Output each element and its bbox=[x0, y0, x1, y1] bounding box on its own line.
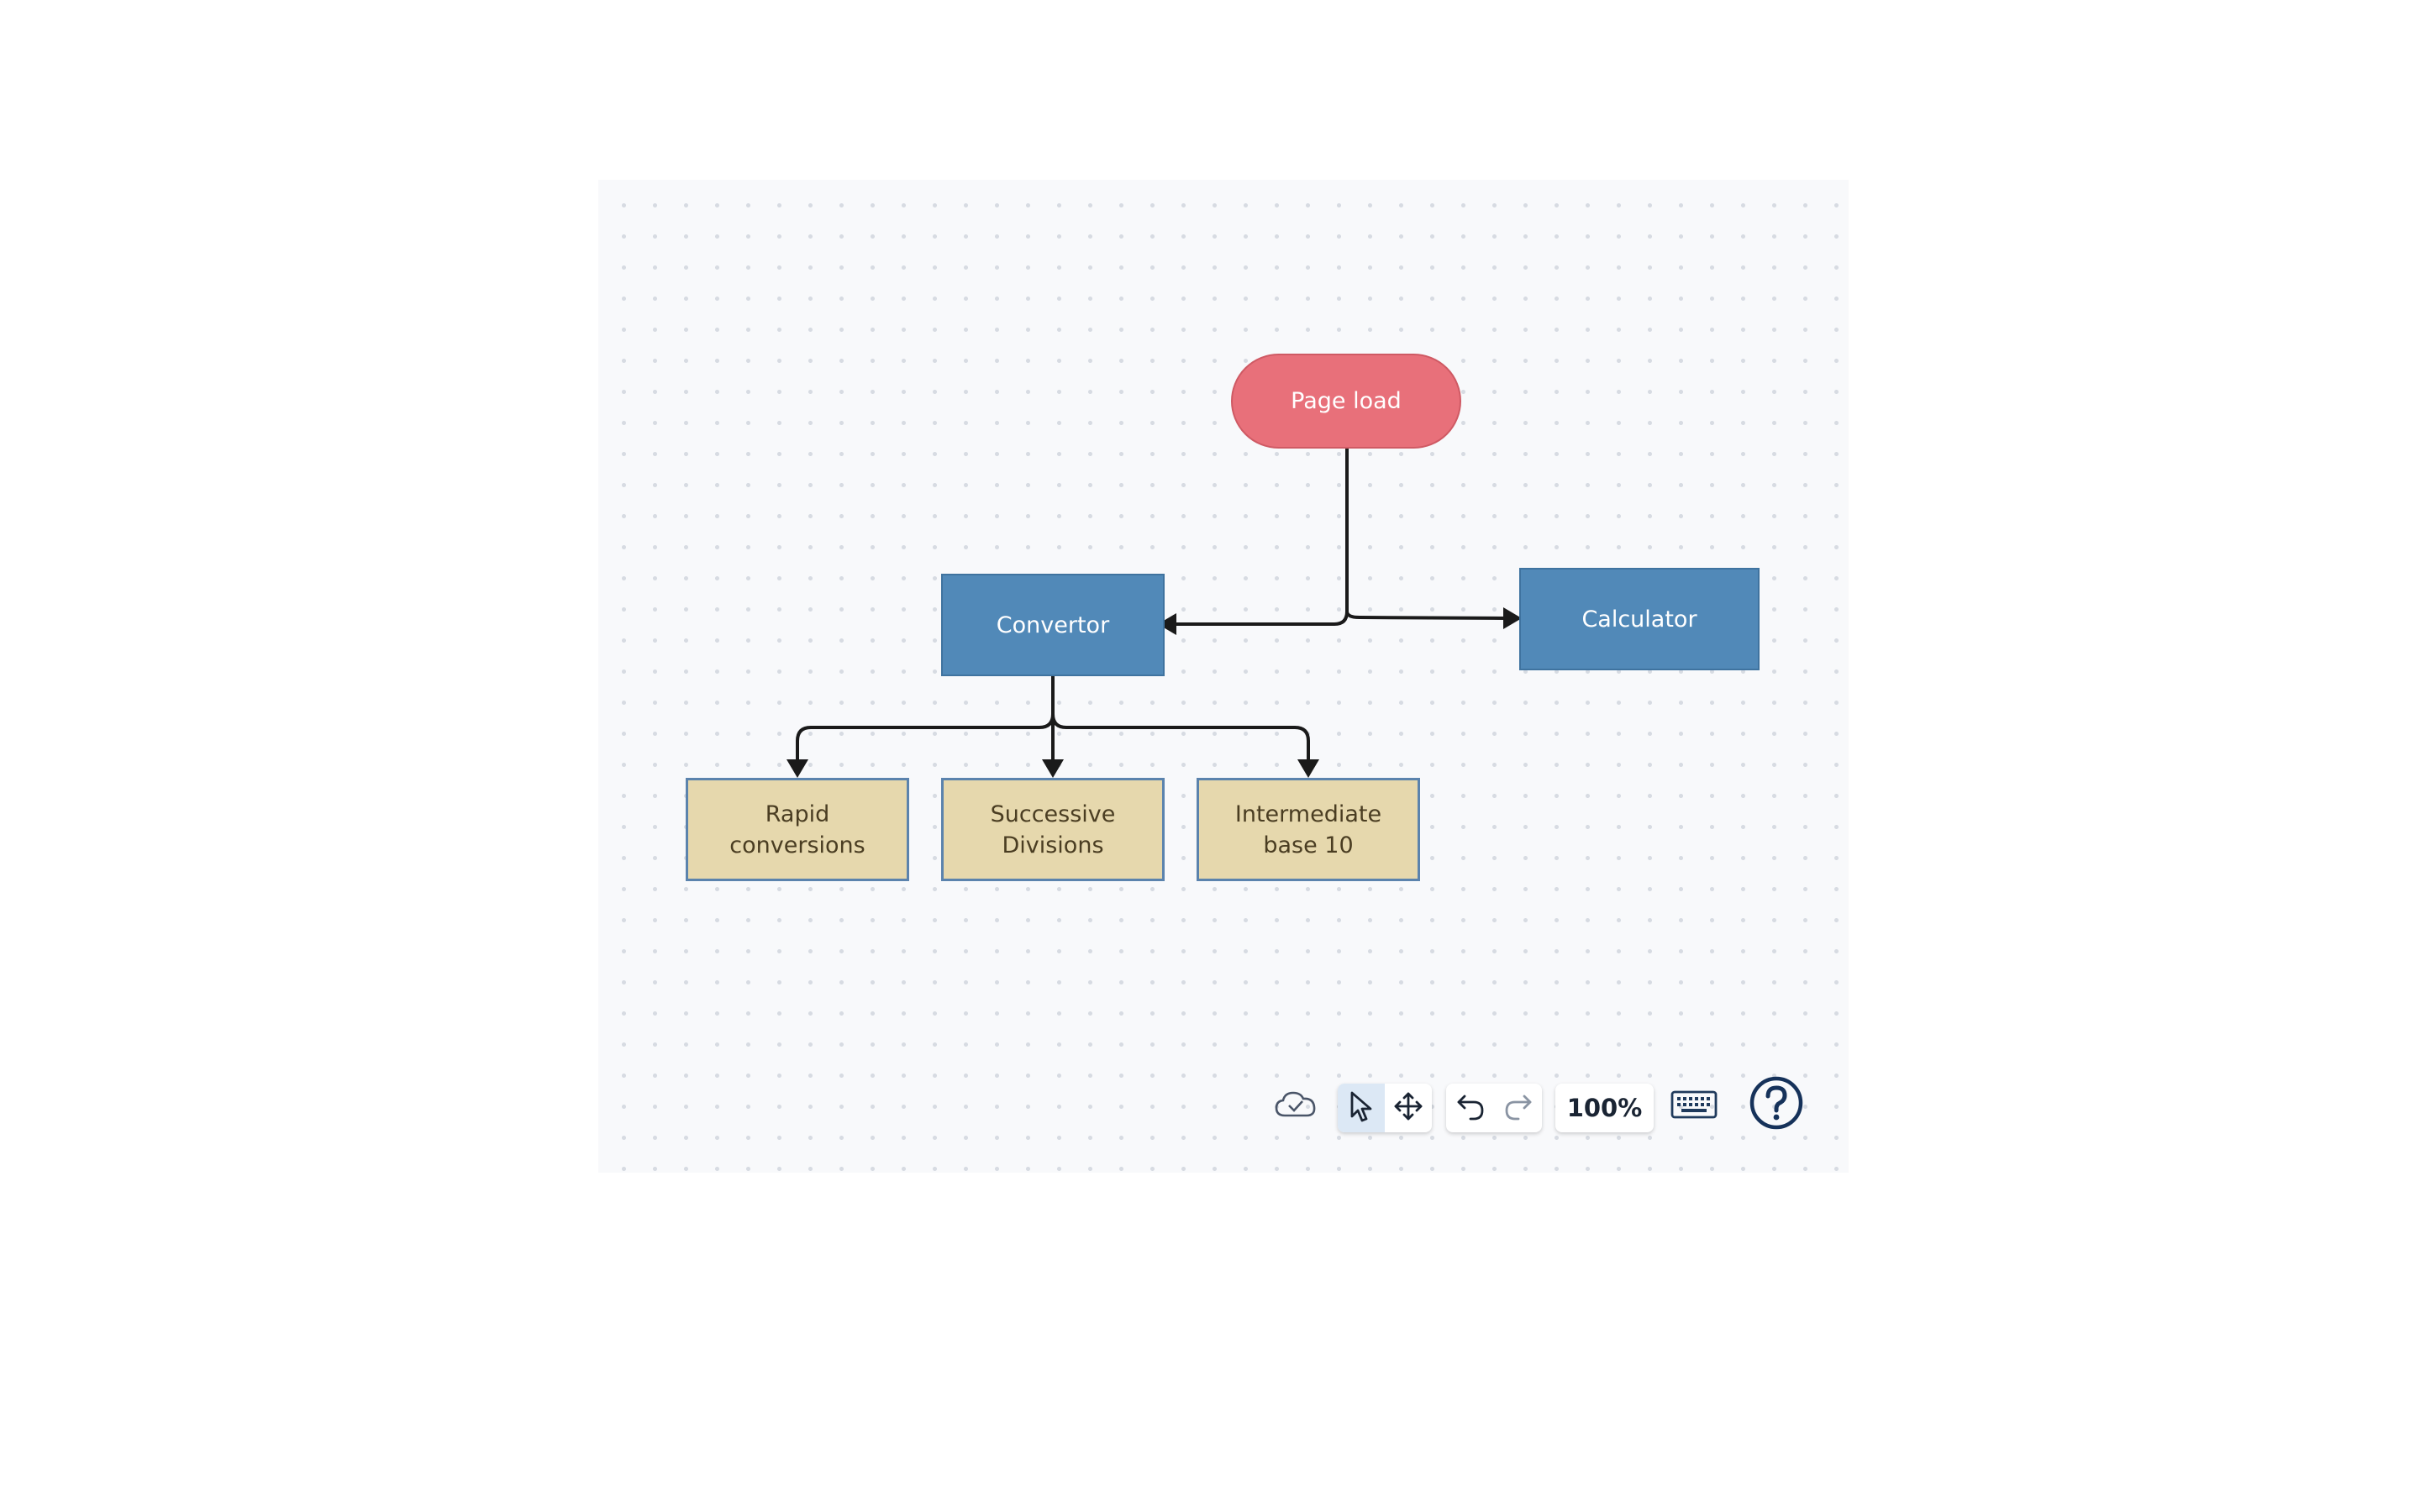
history-group bbox=[1446, 1084, 1542, 1132]
arrowhead-calculator bbox=[1503, 607, 1522, 629]
keyboard-shortcuts-button[interactable] bbox=[1670, 1082, 1719, 1131]
arrowhead-intermediate bbox=[1297, 759, 1319, 778]
arrowhead-successive bbox=[1042, 759, 1064, 778]
help-icon bbox=[1749, 1076, 1803, 1133]
edge-convertor-rapid[interactable] bbox=[796, 713, 1055, 760]
redo-button[interactable] bbox=[1494, 1084, 1542, 1132]
help-button[interactable] bbox=[1749, 1076, 1803, 1130]
node-page-load[interactable]: Page load bbox=[1231, 354, 1461, 449]
node-calculator[interactable]: Calculator bbox=[1519, 568, 1760, 670]
edge-page-load-calculator[interactable] bbox=[1345, 611, 1507, 620]
redo-icon bbox=[1502, 1089, 1535, 1126]
arrowhead-rapid bbox=[786, 759, 808, 778]
cloud-saved-icon bbox=[1273, 1088, 1318, 1125]
diagram-canvas[interactable] bbox=[598, 180, 1849, 1173]
tool-mode-group bbox=[1338, 1084, 1432, 1132]
node-rapid-conversions[interactable]: Rapid conversions bbox=[686, 778, 909, 881]
node-successive-divisions[interactable]: Successive Divisions bbox=[941, 778, 1165, 881]
pan-move-icon bbox=[1392, 1089, 1425, 1126]
node-convertor[interactable]: Convertor bbox=[941, 574, 1165, 676]
pointer-tool-button[interactable] bbox=[1338, 1084, 1385, 1132]
edge-convertor-intermediate[interactable] bbox=[1051, 713, 1310, 760]
pointer-icon bbox=[1347, 1089, 1376, 1126]
undo-icon bbox=[1454, 1089, 1487, 1126]
keyboard-icon bbox=[1670, 1089, 1718, 1123]
undo-button[interactable] bbox=[1446, 1084, 1494, 1132]
arrowhead-convertor bbox=[1158, 613, 1176, 635]
node-intermediate-base-10[interactable]: Intermediate base 10 bbox=[1197, 778, 1420, 881]
zoom-level: 100% bbox=[1566, 1094, 1643, 1122]
pan-tool-button[interactable] bbox=[1385, 1084, 1432, 1132]
save-status bbox=[1273, 1082, 1323, 1131]
edge-page-load-convertor[interactable] bbox=[1170, 449, 1349, 626]
zoom-control[interactable]: 100% bbox=[1555, 1084, 1654, 1132]
